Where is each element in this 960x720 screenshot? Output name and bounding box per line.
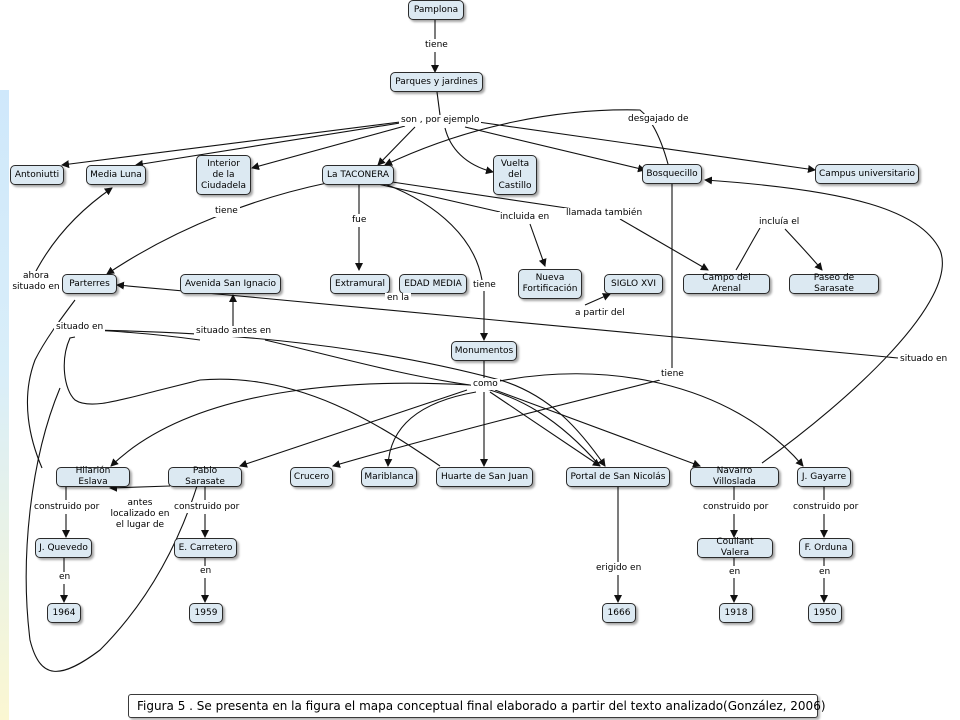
node-antoniutti[interactable]: Antoniutti [10, 165, 64, 185]
link-llamada-tambien: llamada también [564, 208, 645, 219]
link-en-la: en la [385, 293, 412, 304]
link-tiene: tiene [659, 369, 686, 380]
link-tiene: tiene [471, 280, 498, 291]
node-campo-del-arenal[interactable]: Campo del Arenal [683, 273, 770, 294]
link-en: en [57, 572, 73, 583]
link-construido-por: construido por [791, 502, 861, 513]
link-tiene: tiene [213, 206, 240, 217]
node-parques-y-jardines[interactable]: Parques y jardines [390, 72, 483, 92]
node-mariblanca[interactable]: Mariblanca [361, 467, 417, 487]
node-media-luna[interactable]: Media Luna [86, 165, 146, 185]
link-desgajado-de: desgajado de [626, 114, 691, 125]
node-bosquecillo[interactable]: Bosquecillo [642, 164, 702, 184]
link-en: en [727, 567, 743, 578]
node-year-1959[interactable]: 1959 [189, 603, 223, 623]
node-portal-de-san-nicolas[interactable]: Portal de San Nicolás [566, 467, 670, 487]
link-situado-en: situado en [898, 354, 950, 365]
node-campus-universitario[interactable]: Campus universitario [815, 164, 919, 184]
link-incluia-el: incluía el [757, 217, 802, 228]
link-tiene: tiene [423, 40, 450, 51]
node-e-carretero[interactable]: E. Carretero [174, 538, 237, 558]
node-parterres[interactable]: Parterres [62, 274, 117, 294]
link-son-por-ejemplo: son , por ejemplo [399, 115, 482, 126]
node-paseo-de-sarasate[interactable]: Paseo de Sarasate [789, 273, 879, 294]
figure-caption: Figura 5 . Se presenta en la figura el m… [128, 694, 826, 718]
link-construido-por: construido por [172, 502, 242, 513]
node-extramural[interactable]: Extramural [330, 274, 390, 294]
node-j-quevedo[interactable]: J. Quevedo [35, 538, 92, 558]
node-pablo-sarasate[interactable]: Pablo Sarasate [168, 466, 242, 487]
node-f-orduna[interactable]: F. Orduna [799, 538, 853, 558]
link-fue: fue [350, 215, 369, 226]
link-erigido-en: erigido en [594, 563, 644, 574]
node-j-gayarre[interactable]: J. Gayarre [797, 467, 851, 487]
node-year-1666[interactable]: 1666 [602, 603, 636, 623]
link-situado-en: situado en [54, 322, 106, 333]
node-navarro-villoslada[interactable]: Navarro Villoslada [690, 466, 779, 487]
link-en: en [817, 567, 833, 578]
link-construido-por: construido por [32, 502, 102, 513]
node-avenida-san-ignacio[interactable]: Avenida San Ignacio [180, 274, 281, 294]
node-year-1964[interactable]: 1964 [47, 603, 81, 623]
node-edad-media[interactable]: EDAD MEDIA [399, 274, 467, 294]
node-coullant-valera[interactable]: Coullant Valera [697, 537, 773, 558]
node-huarte-de-san-juan[interactable]: Huarte de San Juan [436, 467, 533, 487]
node-interior-ciudadela[interactable]: Interior de la Ciudadela [196, 155, 251, 195]
node-hilarion-eslava[interactable]: Hilarión Eslava [56, 466, 130, 487]
node-year-1950[interactable]: 1950 [808, 603, 842, 623]
link-como: como [471, 379, 500, 390]
left-gradient-stripe [0, 90, 9, 720]
node-nueva-fortificacion[interactable]: Nueva Fortificación [518, 269, 582, 299]
link-construido-por: construido por [701, 502, 771, 513]
link-en: en [198, 566, 214, 577]
link-ahora-situado-en: ahora situado en [10, 271, 62, 293]
link-situado-antes-en: situado antes en [194, 326, 274, 337]
node-monumentos[interactable]: Monumentos [451, 341, 517, 361]
link-antes-localizado: antes localizado en el lugar de [104, 498, 176, 531]
node-la-taconera[interactable]: La TACONERA [322, 165, 394, 185]
node-vuelta-castillo[interactable]: Vuelta del Castillo [493, 155, 537, 195]
node-crucero[interactable]: Crucero [290, 467, 333, 487]
link-incluida-en: incluida en [498, 212, 552, 223]
node-siglo-xvi[interactable]: SIGLO XVI [604, 274, 663, 294]
link-a-partir-del: a partir del [573, 308, 627, 319]
node-pamplona[interactable]: Pamplona [408, 0, 464, 20]
node-year-1918[interactable]: 1918 [719, 603, 753, 623]
